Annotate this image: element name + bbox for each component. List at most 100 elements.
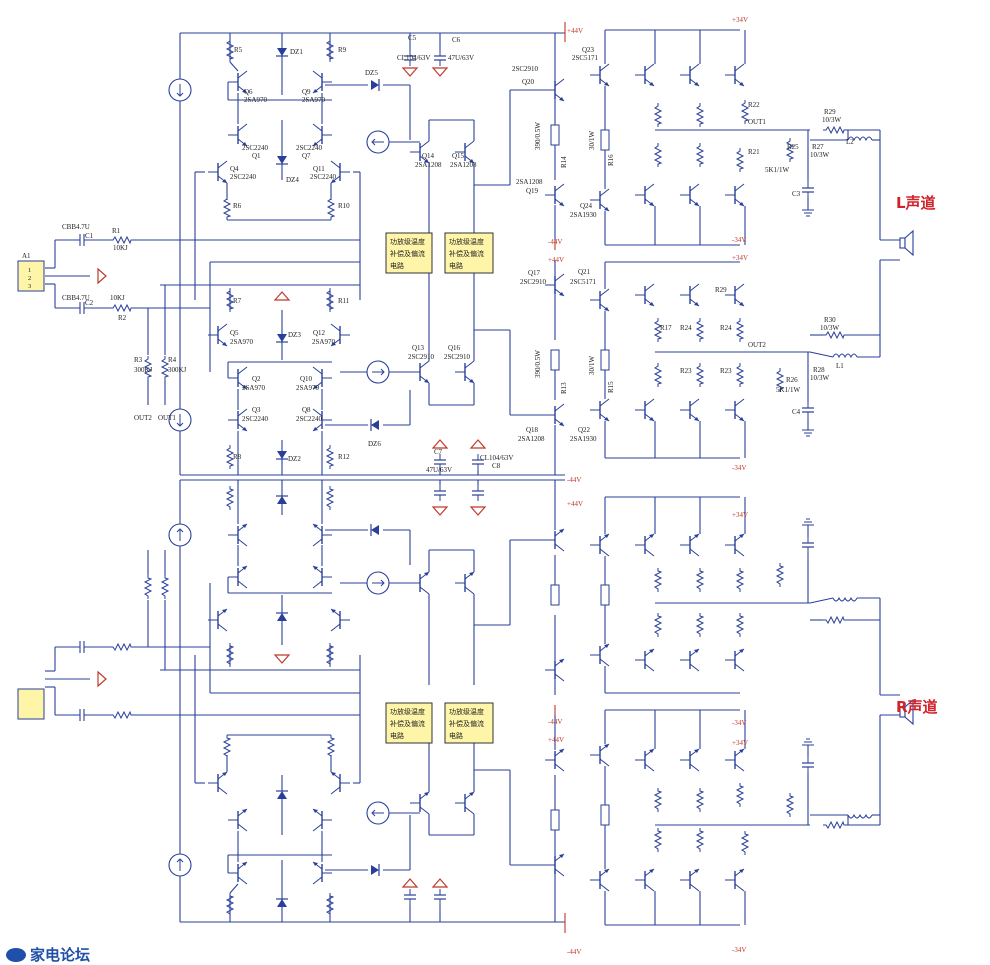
q18-part: 2SA1208	[518, 435, 545, 443]
comp-box-2-line1: 功放级温度	[449, 237, 484, 246]
q5-part: 2SA970	[230, 338, 253, 346]
q20: Q20	[522, 78, 535, 86]
top-labels: A1 1 2 3 CBB4.7U C1 R1 10KJ CBB4.7U C2 1…	[22, 16, 854, 484]
q10-part: 2SA970	[296, 384, 319, 392]
q18: Q18	[526, 426, 539, 434]
q7: Q7	[302, 152, 311, 160]
q24-part: 2SA1930	[570, 211, 597, 219]
rail-p44-a: +44V	[567, 27, 583, 35]
rail-p34-a: +34V	[732, 16, 748, 24]
q12-part: 2SA970	[312, 338, 335, 346]
r13-value: 390/0.5W	[534, 350, 542, 378]
q15-part: 2SA1208	[450, 161, 477, 169]
q7-part: 2SC2240	[296, 144, 323, 152]
temp-comp-box-4: 功放级温度 补偿及偏流 电路	[444, 702, 494, 744]
bottom-rail-labels: +44V -44V +44V -44V +34V -34V +34V -34V	[548, 500, 748, 956]
rail-n44-c: -44V	[548, 718, 562, 726]
r15: R15	[607, 381, 615, 393]
dz5: DZ5	[365, 69, 378, 77]
rail-n34-c: -34V	[732, 719, 746, 727]
r23-a: R23	[680, 367, 692, 375]
c5-value: CL104/63V	[397, 54, 430, 62]
out1-input: OUT1	[158, 414, 176, 422]
q17: Q17	[528, 269, 541, 277]
out2-input: OUT2	[134, 414, 152, 422]
q4-part: 2SC2240	[230, 173, 257, 181]
q2: Q2	[252, 375, 261, 383]
pin-2: 2	[28, 275, 31, 282]
q22: Q22	[578, 426, 591, 434]
r28-value: 10/3W	[810, 374, 829, 382]
q9: Q9	[302, 88, 311, 96]
r29-value: 10/3W	[822, 116, 841, 124]
c8-value: CL104/63V	[480, 454, 513, 462]
r2-value: 10KJ	[110, 294, 125, 302]
forum-watermark: 家电论坛	[6, 944, 90, 965]
r29: R29	[824, 108, 836, 116]
watermark-text: 家电论坛	[30, 946, 91, 964]
rail-p44-c: +44V	[567, 500, 583, 508]
q3: Q3	[252, 406, 261, 414]
r3-name: R3	[134, 356, 143, 364]
r26-value: 5K1/1W	[776, 386, 801, 394]
q1-part: 2SC2240	[242, 144, 269, 152]
r12: R12	[338, 453, 350, 461]
q19: Q19	[526, 187, 539, 195]
rail-n34-b: -34V	[732, 464, 746, 472]
comp-box-4-line1: 功放级温度	[449, 707, 484, 716]
comp-box-4-line3: 电路	[449, 731, 463, 740]
q8-part: 2SC2240	[296, 415, 323, 423]
r27: R27	[812, 143, 824, 151]
dz3: DZ3	[288, 331, 301, 339]
dz1: DZ1	[290, 48, 303, 56]
q14-part: 2SA1208	[415, 161, 442, 169]
q20-part: 2SC2910	[512, 65, 539, 73]
r4-value: 300KJ	[168, 366, 187, 374]
q21-part: 2SC5171	[570, 278, 597, 286]
comp-box-3-line3: 电路	[390, 731, 404, 740]
rail-p34-c: +34V	[732, 511, 748, 519]
pin-1: 1	[28, 267, 31, 274]
q1: Q1	[252, 152, 261, 160]
rail-n44-b: -44V	[567, 476, 581, 484]
r14: R14	[560, 156, 568, 168]
q13-part: 2SC2910	[408, 353, 435, 361]
q23: Q23	[582, 46, 595, 54]
r9: R9	[338, 46, 347, 54]
r22: R22	[748, 101, 760, 109]
comp-box-3-line1: 功放级温度	[390, 707, 425, 716]
c3: C3	[792, 190, 801, 198]
q16: Q16	[448, 344, 461, 352]
dz4: DZ4	[286, 176, 299, 184]
r1-name: R1	[112, 227, 121, 235]
q9-part: 2SA970	[302, 96, 325, 104]
comp-box-1-line1: 功放级温度	[390, 237, 425, 246]
q16-part: 2SC2910	[444, 353, 471, 361]
r21-value: 5K1/1W	[765, 166, 790, 174]
pin-3: 3	[28, 283, 31, 290]
input-connector-top	[17, 260, 45, 292]
r6: R6	[233, 202, 242, 210]
right-channel-label: R声道	[896, 698, 938, 716]
q3-part: 2SC2240	[242, 415, 269, 423]
q4: Q4	[230, 165, 239, 173]
r1-value: 10KJ	[113, 244, 128, 252]
c6-value: 47U/63V	[448, 54, 474, 62]
r14-value: 390/0.5W	[534, 122, 542, 150]
connector-label: A1	[22, 252, 31, 260]
rail-p44-b: +44V	[548, 256, 564, 264]
left-channel-label: L声道	[896, 194, 936, 212]
r5: R5	[234, 46, 243, 54]
c7-value: 47U/63V	[426, 466, 452, 474]
rail-n34-a: -34V	[732, 236, 746, 244]
q19-part: 2SA1208	[516, 178, 543, 186]
comp-box-2-line2: 补偿及偏流	[449, 249, 484, 258]
q10: Q10	[300, 375, 313, 383]
r7: R7	[233, 297, 242, 305]
temp-comp-box-2: 功放级温度 补偿及偏流 电路	[444, 232, 494, 274]
out1-label: OUT1	[748, 118, 766, 126]
comp-box-4-line2: 补偿及偏流	[449, 719, 484, 728]
forum-logo-icon	[6, 947, 26, 962]
q5: Q5	[230, 329, 239, 337]
